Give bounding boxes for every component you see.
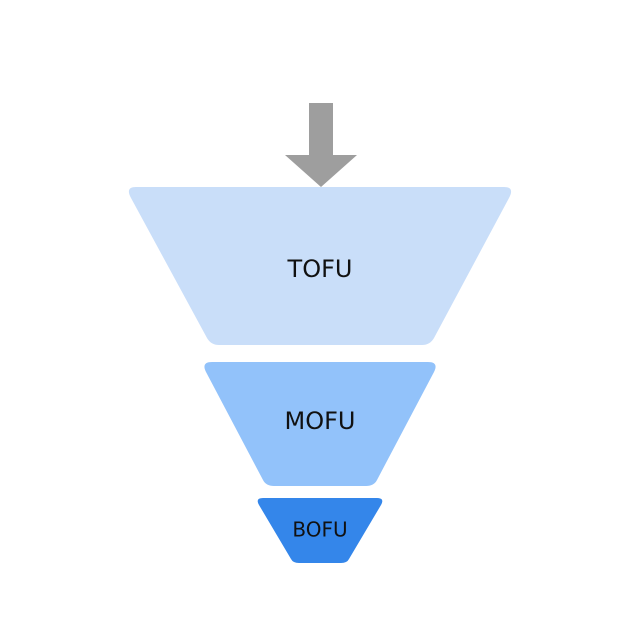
funnel-stage-mofu: MOFU xyxy=(204,362,436,486)
funnel-stage-mofu-label: MOFU xyxy=(285,407,356,435)
arrow-down-icon xyxy=(285,103,357,187)
funnel-stage-tofu: TOFU xyxy=(128,187,512,345)
funnel-stage-bofu-shape xyxy=(257,498,383,563)
funnel-stage-tofu-label: TOFU xyxy=(287,255,353,283)
funnel-stage-mofu-shape xyxy=(204,362,436,486)
funnel-stage-bofu: BOFU xyxy=(257,498,383,563)
funnel-stage-bofu-label: BOFU xyxy=(292,518,347,542)
funnel-stage-tofu-shape xyxy=(128,187,512,345)
